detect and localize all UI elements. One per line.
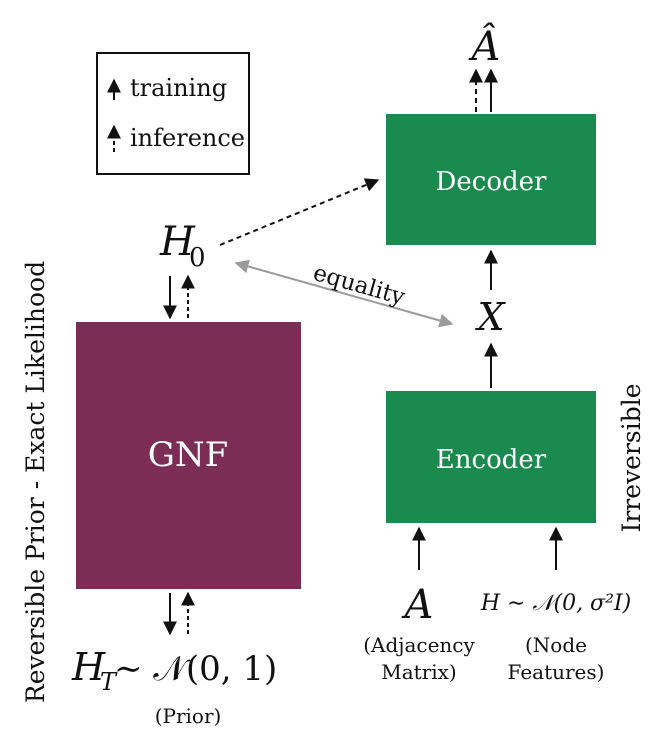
prior-caption: (Prior)	[155, 704, 222, 728]
a-caption-line1: (Adjacency	[363, 633, 475, 657]
h0-base: H	[159, 219, 196, 265]
h-features-label: H ∼ 𝒩(0, σ²I)	[480, 591, 631, 616]
reversible-prior-label: Reversible Prior - Exact Likelihood	[21, 261, 50, 703]
encoder-block: Encoder	[386, 391, 596, 523]
legend-training-label: training	[130, 74, 227, 102]
decoder-label: Decoder	[436, 167, 547, 197]
h0-to-decoder-inference-arrow	[219, 178, 380, 246]
ht-prior-node: H T ∼ 𝒩(0, 1)	[71, 645, 277, 696]
h0-node: H 0	[159, 219, 206, 273]
a-caption-line2: Matrix)	[381, 660, 456, 684]
a-label: A	[401, 582, 434, 628]
h-features-caption-line1: (Node	[525, 633, 587, 657]
h-features-caption-line2: Features)	[508, 660, 605, 684]
ht-subscript: T	[100, 668, 118, 696]
h0-subscript: 0	[189, 243, 206, 273]
gnf-label: GNF	[148, 435, 229, 475]
a-hat-label: Â	[468, 23, 501, 70]
equality-arrow	[234, 259, 454, 328]
encoder-label: Encoder	[436, 445, 547, 475]
decoder-block: Decoder	[386, 114, 596, 245]
ht-base: H	[71, 645, 106, 689]
x-label: X	[474, 295, 506, 339]
legend-inference-label: inference	[130, 124, 245, 152]
equality-label: equality	[310, 260, 407, 311]
irreversible-label: Irreversible	[617, 383, 646, 532]
gnf-block: GNF	[76, 322, 301, 589]
legend: training inference	[96, 52, 250, 175]
ht-distribution: ∼ 𝒩(0, 1)	[114, 649, 277, 689]
